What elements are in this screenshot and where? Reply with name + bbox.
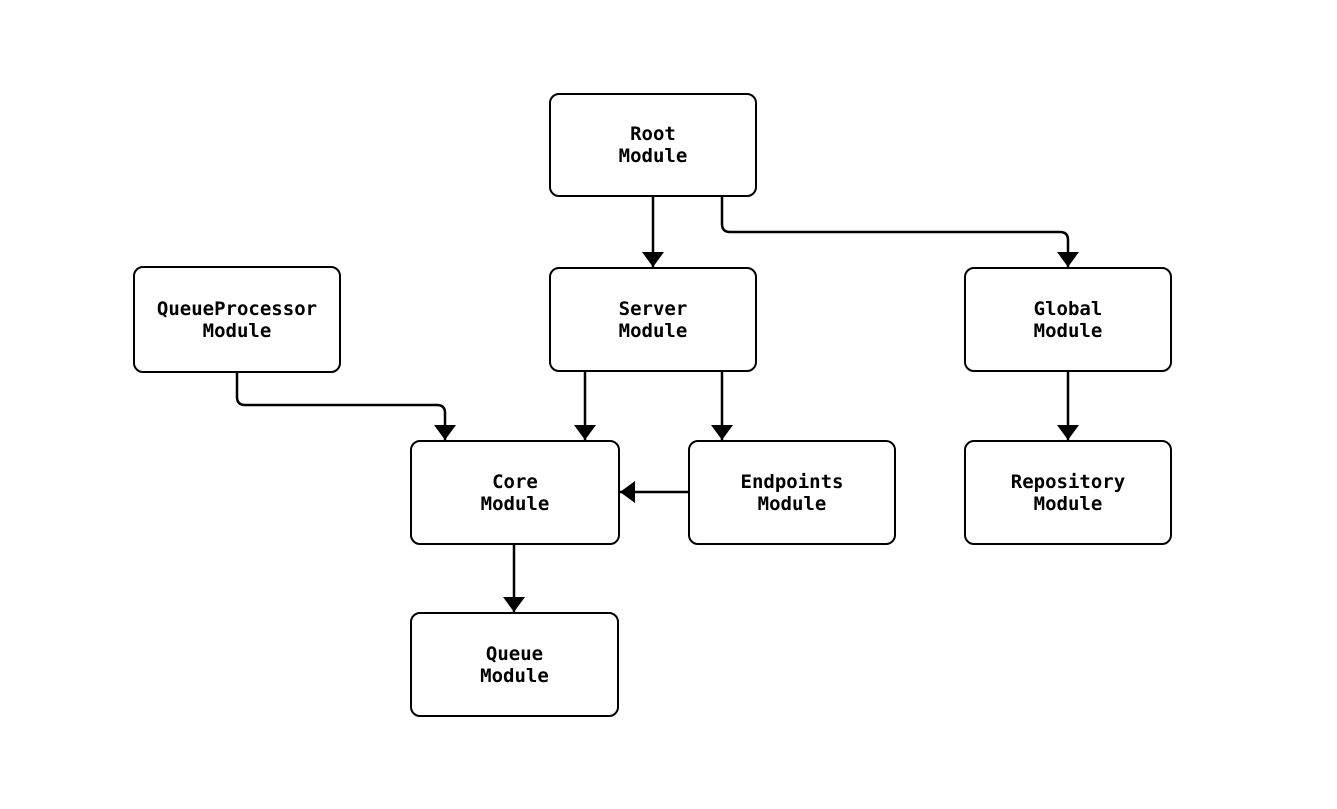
node-server-module: Server Module <box>549 267 757 372</box>
node-repository-module-label: Repository Module <box>1010 470 1126 515</box>
edge-queueprocessor-to-core <box>235 373 456 440</box>
node-queueprocessor-module-label: QueueProcessor Module <box>156 297 318 342</box>
node-repository-module: Repository Module <box>964 440 1172 545</box>
node-core-module: Core Module <box>410 440 620 545</box>
node-root-module-label: Root Module <box>618 123 688 167</box>
edge-root-to-global <box>720 197 1079 267</box>
node-queue-module: Queue Module <box>410 612 619 717</box>
node-server-module-label: Server Module <box>618 297 688 342</box>
node-core-module-label: Core Module <box>480 470 550 515</box>
node-endpoints-module-label: Endpoints Module <box>740 470 844 515</box>
node-endpoints-module: Endpoints Module <box>688 440 896 545</box>
node-root-module: Root Module <box>549 93 757 197</box>
node-global-module: Global Module <box>964 267 1172 372</box>
node-global-module-label: Global Module <box>1033 297 1103 342</box>
node-queue-module-label: Queue Module <box>480 642 549 687</box>
node-queueprocessor-module: QueueProcessor Module <box>133 266 341 373</box>
